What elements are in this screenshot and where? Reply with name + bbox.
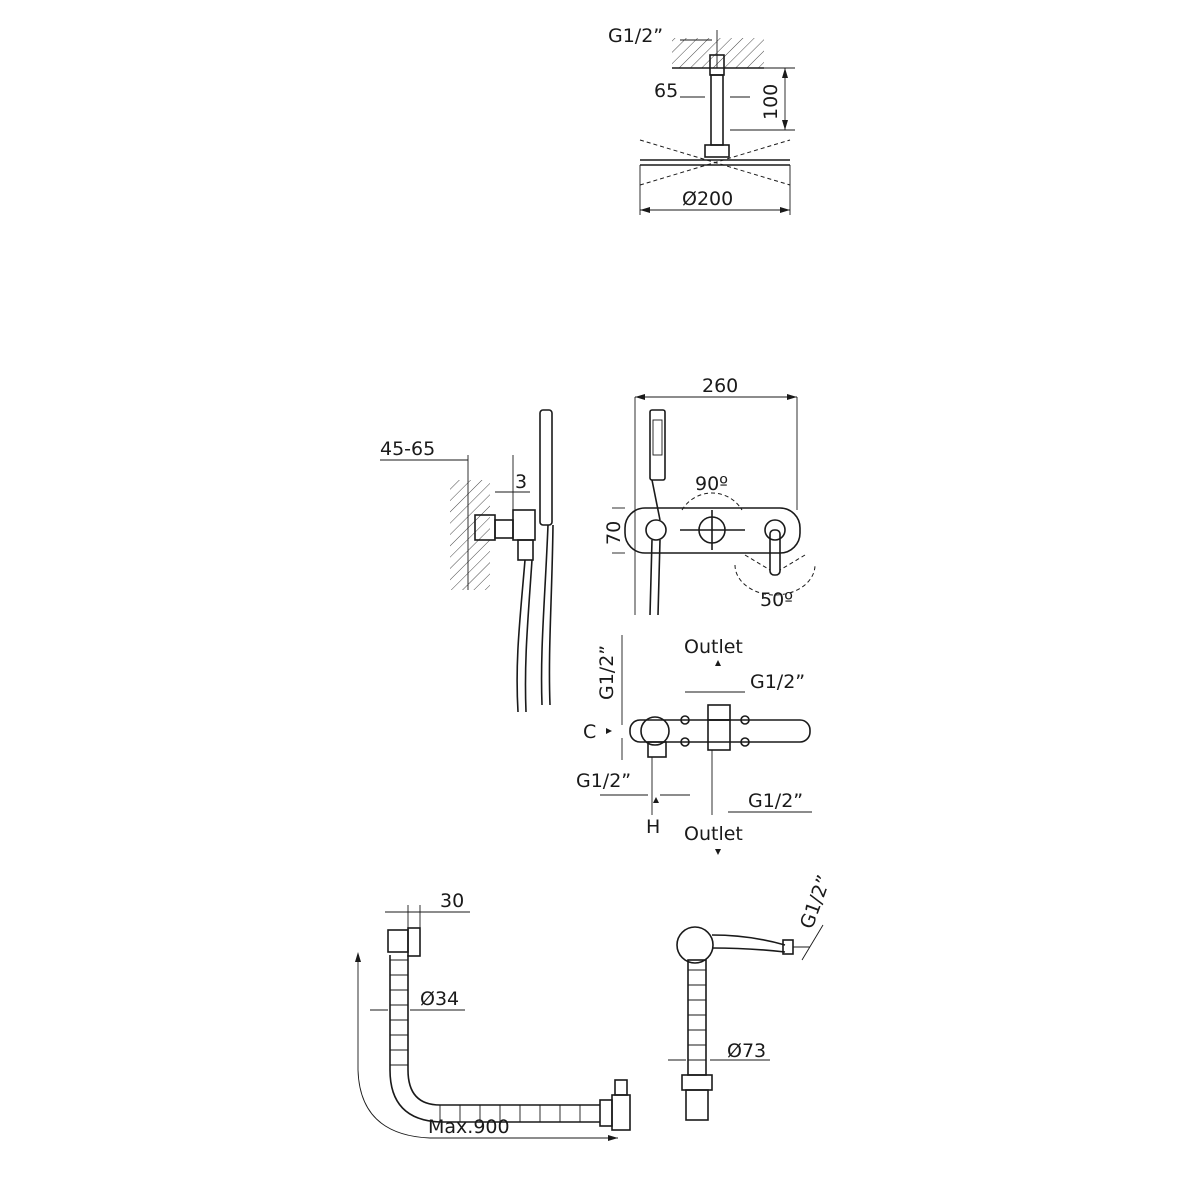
width-label: 260 xyxy=(702,375,738,397)
overflow-cap xyxy=(676,926,714,964)
wall-depth-label: 45-65 xyxy=(380,438,435,460)
bath-filler-right: G1/2” Ø73 xyxy=(668,872,836,1121)
thread-left-vertical-label: G1/2” xyxy=(596,645,618,700)
hand-shower-handle xyxy=(539,409,553,526)
bath-filler-left: 30 Ø34 Max.900 xyxy=(355,890,631,1141)
standpipe xyxy=(687,959,707,1076)
hand-shower-side-view: 45-65 3 xyxy=(380,409,554,713)
cold-inlet-label: C xyxy=(583,721,596,743)
hand-shower-front xyxy=(649,409,666,481)
projection-label: 3 xyxy=(515,471,527,493)
filler-thread-label: G1/2” xyxy=(796,872,836,931)
thread-top-right-label: G1/2” xyxy=(750,671,805,693)
ceiling-hatch xyxy=(672,38,764,68)
overflow-hose xyxy=(389,955,600,1123)
diverter-rotation-label: 90º xyxy=(695,473,728,495)
mixer-lever xyxy=(764,519,786,541)
hose-diameter-label: Ø34 xyxy=(420,988,459,1010)
outlet-bottom-label: Outlet xyxy=(684,823,743,845)
outlet-top-label: Outlet xyxy=(684,636,743,658)
waste-diameter-label: Ø73 xyxy=(727,1040,766,1062)
lever-rotation-label: 50º xyxy=(760,589,793,611)
max-length-label: Max.900 xyxy=(428,1116,510,1138)
height-label: 70 xyxy=(603,521,625,545)
depth-label: 30 xyxy=(440,890,464,912)
valve-body: Outlet G1/2” G1/2” C G1/2” H G1/2” Outle… xyxy=(576,635,812,855)
arm-length-label: 100 xyxy=(760,84,782,120)
front-view: 260 70 90º 50º xyxy=(603,375,816,616)
hot-inlet-label: H xyxy=(646,816,660,838)
thread-bottom-left-label: G1/2” xyxy=(576,770,631,792)
arm-offset-label: 65 xyxy=(654,80,678,102)
shower-arm xyxy=(710,74,724,146)
faceplate xyxy=(624,507,801,554)
ceiling-thread-label: G1/2” xyxy=(608,25,663,47)
valve-housing xyxy=(629,719,811,743)
wall-hatch xyxy=(450,480,490,590)
rain-shower-drawing: Ø200 65 100 G1/2” xyxy=(608,25,795,215)
thread-bottom-right-label: G1/2” xyxy=(748,790,803,812)
shower-head-tilt-range xyxy=(639,139,791,186)
hose xyxy=(516,524,554,713)
head-diameter-label: Ø200 xyxy=(682,188,733,210)
